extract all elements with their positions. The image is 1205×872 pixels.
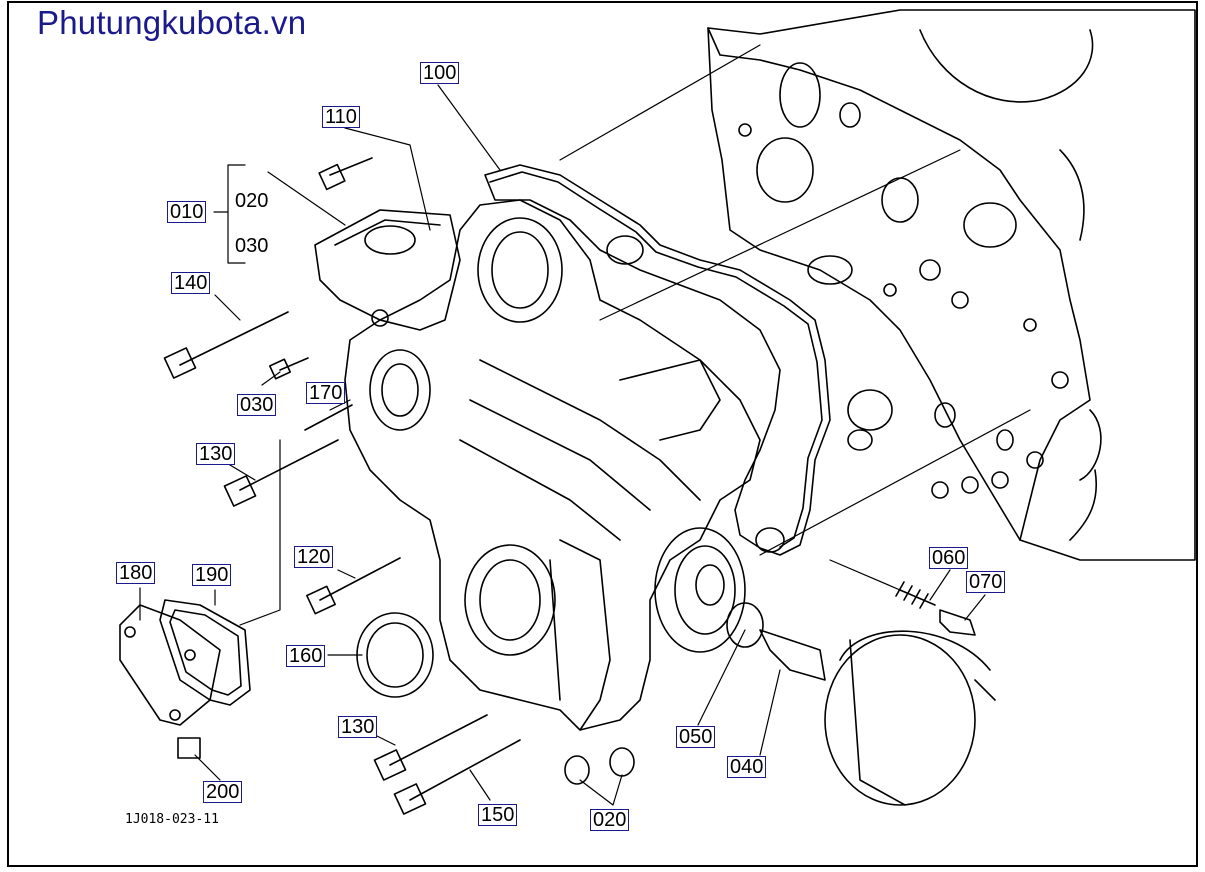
bolt-130a [223,439,339,507]
part-label-190[interactable]: 190 [192,564,232,586]
bolt-030 [268,357,309,380]
part-label-160[interactable]: 160 [286,645,326,667]
bolt-140 [163,311,289,379]
part-label-170[interactable]: 170 [306,382,346,404]
part-label-010[interactable]: 010 [167,201,207,223]
gasket [484,164,831,556]
bolt-130b [373,714,488,781]
gear-case [344,199,761,731]
drawing-border [7,1,1198,867]
bolt-150 [393,739,521,815]
part-label-150[interactable]: 150 [478,804,518,826]
part-label-130-upper[interactable]: 130 [196,443,236,465]
drawing-code: 1J018-023-11 [125,812,219,827]
relief-valve [895,581,976,636]
part-label-110[interactable]: 110 [322,106,360,128]
part-label-060[interactable]: 060 [929,547,969,569]
part-label-100[interactable]: 100 [420,62,460,84]
part-label-140[interactable]: 140 [171,272,211,294]
oil-filter [726,602,996,806]
part-label-020[interactable]: 020 [590,809,630,831]
part-label-040[interactable]: 040 [727,756,767,778]
plugs-020 [564,747,635,785]
nut-200 [177,737,201,759]
thermostat-housing [314,209,461,331]
bolt-170 [304,404,353,431]
part-label-050[interactable]: 050 [676,726,716,748]
bolt-110 [318,157,373,191]
part-label-030[interactable]: 030 [237,394,277,416]
part-label-180[interactable]: 180 [116,562,156,584]
part-label-120[interactable]: 120 [294,546,334,568]
bolt-120 [306,557,401,615]
part-label-020-option[interactable]: 020 [232,190,272,212]
oil-seal [356,612,434,698]
brand-watermark: Phutungkubota.vn [37,4,307,41]
part-label-030-option[interactable]: 030 [232,235,272,257]
part-label-070[interactable]: 070 [966,571,1006,593]
part-label-200[interactable]: 200 [203,781,243,803]
engine-block [707,9,1196,561]
leader-lines [139,44,1031,806]
cover-gasket [159,599,251,706]
part-label-130-lower[interactable]: 130 [338,716,378,738]
oil-pump [654,527,746,653]
